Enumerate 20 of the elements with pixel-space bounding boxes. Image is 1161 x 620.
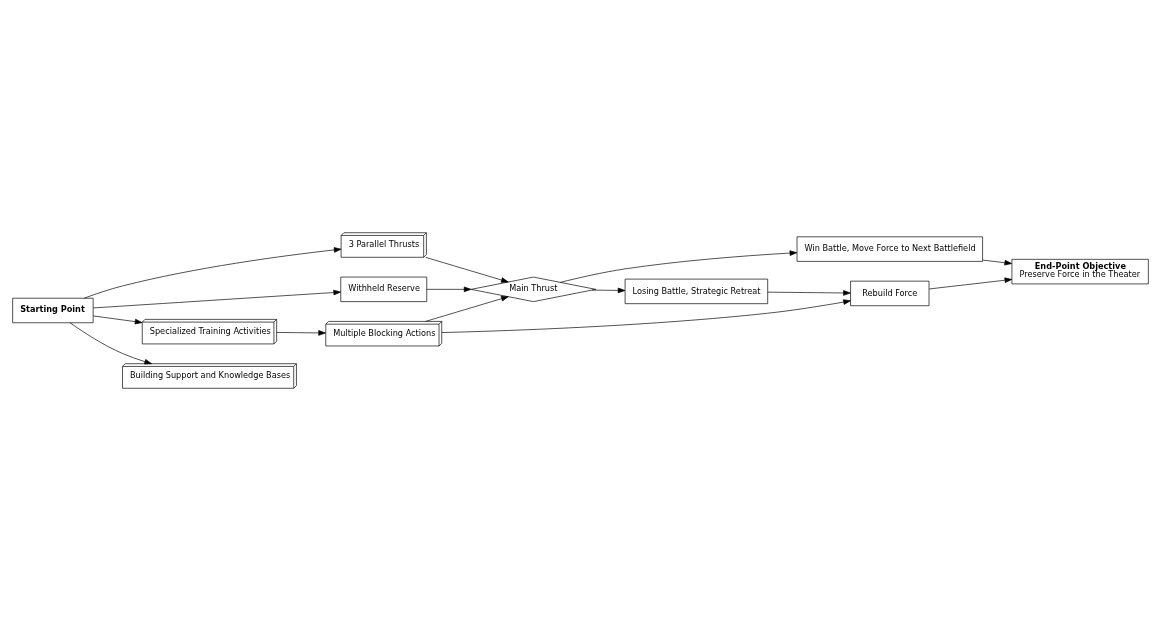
arrow bbox=[928, 277, 1013, 289]
arrow bbox=[560, 249, 798, 283]
arrow bbox=[83, 246, 342, 299]
arrow bbox=[425, 256, 509, 283]
arrow bbox=[93, 315, 143, 324]
arrow bbox=[276, 329, 326, 336]
node-box: Losing Battle, Strategic Retreat bbox=[624, 278, 769, 304]
node-box: Win Battle, Move Force to Next Battlefield bbox=[796, 236, 983, 262]
arrow bbox=[767, 289, 851, 296]
node-box: Withheld Reserve bbox=[340, 276, 428, 302]
arrow bbox=[426, 286, 472, 292]
arrow bbox=[441, 298, 851, 333]
arrow bbox=[591, 287, 626, 293]
arrow bbox=[69, 321, 152, 364]
node-box: End-Point Objective Preserve Force in the Theater bbox=[1011, 258, 1149, 284]
node-box: Rebuild Force bbox=[850, 280, 930, 306]
arrow bbox=[92, 289, 341, 308]
arrow bbox=[982, 259, 1012, 265]
arrow bbox=[425, 295, 509, 322]
node-box: Starting Point bbox=[12, 297, 94, 323]
